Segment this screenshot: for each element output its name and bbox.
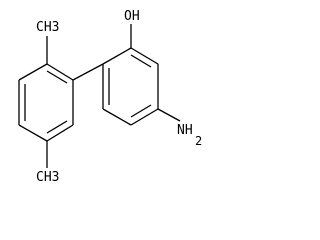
bond [18, 124, 48, 142]
biaryl-bond [72, 63, 104, 81]
bond-amine [157, 108, 181, 122]
double-bond-inner [46, 70, 68, 84]
left-ring [18, 63, 74, 142]
bond [102, 108, 132, 126]
double-bond-inner [130, 54, 152, 68]
amine-label: NH [177, 123, 193, 138]
hydroxyl-label: OH [124, 9, 140, 24]
methyl-top-label: CH3 [36, 20, 59, 35]
double-bond-inner [46, 120, 68, 134]
chemical-structure: CH3 CH3 OH NH 2 [18, 9, 202, 185]
bond [46, 124, 74, 142]
amine-subscript: 2 [195, 134, 202, 148]
bond [46, 63, 74, 81]
double-bond-inner [130, 104, 152, 118]
bond [102, 47, 132, 65]
methyl-bottom-label: CH3 [36, 170, 59, 185]
bond [130, 47, 159, 65]
bond [18, 63, 48, 81]
bond [130, 108, 159, 126]
right-ring [102, 47, 159, 126]
